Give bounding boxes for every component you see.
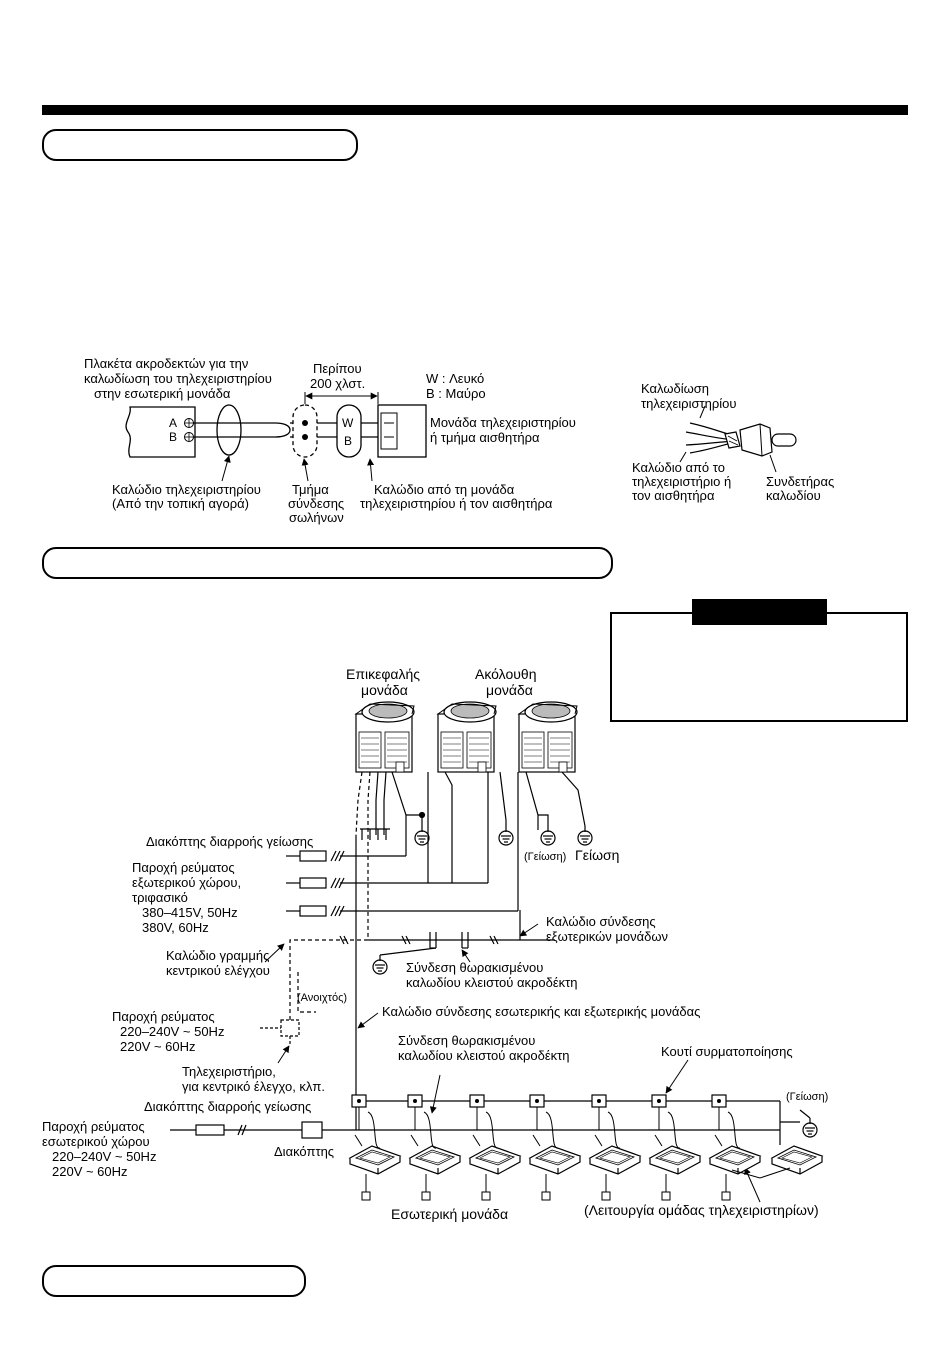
- indoor-power-label-3: 220–240V ~ 50Hz: [52, 1149, 156, 1164]
- terminal-board-label-1: Πλακέτα ακροδεκτών για την: [84, 356, 248, 371]
- pipe-connection-label-2: σύνδεσης: [288, 496, 344, 511]
- outdoor-power-label-3: τριφασικό: [132, 890, 188, 905]
- remote-cable-label-1: Καλώδιο τηλεχειριστηρίου: [112, 482, 261, 497]
- shield-label-1: Σύνδεση θωρακισμένου: [406, 960, 543, 975]
- connector-wiring-label-2: τηλεχειριστηρίου: [641, 396, 736, 411]
- follower-unit-label-2: μονάδα: [486, 682, 533, 698]
- section-header-1: [42, 129, 358, 161]
- connector-wiring-label-1: Καλωδίωση: [641, 381, 709, 396]
- remote-unit-label-1: Μονάδα τηλεχειριστηρίου: [430, 415, 576, 430]
- outdoor-power-label-1: Παροχή ρεύματος: [132, 860, 235, 875]
- wire-connector-label-2: καλωδίου: [766, 488, 821, 503]
- remote-power-label-1: Παροχή ρεύματος: [112, 1009, 215, 1024]
- terminal-board-label-2: καλωδίωση του τηλεχειριστηρίου: [84, 371, 272, 386]
- ground-label: Γείωση: [575, 847, 619, 863]
- ground-paren-label: (Γείωση): [524, 851, 566, 863]
- indoor-power-label-2: εσωτερικού χώρου: [42, 1134, 150, 1149]
- outdoor-units: [355, 701, 578, 773]
- indoor-elcb-label: Διακόπτης διαρροής γείωσης: [144, 1099, 311, 1114]
- system-labels: Επικεφαλής μονάδα Ακόλουθη μονάδα Διακόπ…: [42, 666, 828, 1222]
- switch-label: Διακόπτης: [274, 1144, 334, 1159]
- wiring-box-label: Κουτί συρματοποίησης: [661, 1044, 793, 1059]
- indoor-wiring: [170, 1100, 811, 1145]
- unit-cable-label-2: τηλεχειριστηρίου ή τον αισθητήρα: [360, 496, 553, 511]
- outdoor-power-label-4: 380–415V, 50Hz: [142, 905, 238, 920]
- connector-from-label-1: Καλώδιο από το: [632, 460, 725, 475]
- top-rule: [42, 105, 908, 115]
- shield-label-2: καλωδίου κλειστού ακροδέκτη: [406, 975, 578, 990]
- central-line-label-1: Καλώδιο γραμμής: [166, 948, 269, 963]
- outdoor-power-label-5: 380V, 60Hz: [142, 920, 209, 935]
- distance-label-1: Περίπου: [313, 361, 362, 376]
- header-unit-label-1: Επικεφαλής: [346, 666, 420, 682]
- remote-cable-label-2: (Από την τοπική αγορά): [112, 496, 249, 511]
- connector-from-label-3: τον αισθητήρα: [632, 488, 715, 503]
- system-arrows: [264, 923, 761, 1203]
- group-control-label: (Λειτουργία ομάδας τηλεχειριστηρίων): [584, 1202, 819, 1218]
- section-header-2: [42, 547, 613, 579]
- indoor-power-label-1: Παροχή ρεύματος: [42, 1119, 145, 1134]
- wire-connector-diagram: [679, 405, 797, 473]
- header-unit-label-2: μονάδα: [361, 682, 408, 698]
- outdoor-breakers: [286, 850, 345, 917]
- outdoor-link-label-1: Καλώδιο σύνδεσης: [546, 914, 656, 929]
- legend-black: B : Μαύρο: [426, 386, 486, 401]
- note-box-header: [692, 599, 827, 625]
- remote-wiring-diagram: [125, 392, 427, 482]
- connector-from-label-2: τηλεχειριστήριο ή: [632, 474, 731, 489]
- section-header-3: [42, 1265, 306, 1297]
- terminal-a-label: A: [169, 416, 177, 430]
- in-out-link-label: Καλώδιο σύνδεσης εσωτερικής και εξωτερικ…: [382, 1004, 700, 1019]
- terminal-board-label-3: στην εσωτερική μονάδα: [94, 386, 231, 401]
- remote-power-label-3: 220V ~ 60Hz: [120, 1039, 196, 1054]
- outdoor-power-label-2: εξωτερικού χώρου,: [132, 875, 241, 890]
- distance-label-2: 200 χλστ.: [310, 376, 365, 391]
- wire-connector-label-1: Συνδετήρας: [766, 474, 834, 489]
- unit-cable-label-1: Καλώδιο από τη μονάδα: [374, 482, 515, 497]
- central-remote-label-2: για κεντρικό έλεγχο, κλπ.: [182, 1079, 325, 1094]
- central-line-label-2: κεντρικού ελέγχου: [166, 963, 270, 978]
- remote-power-label-2: 220–240V ~ 50Hz: [120, 1024, 224, 1039]
- terminal-b-label: B: [169, 430, 177, 444]
- pipe-connection-label-3: σωλήνων: [289, 510, 344, 525]
- indoor-breakers: [195, 1121, 323, 1139]
- indoor-units: [349, 1094, 823, 1201]
- open-label: (Ανοιχτός): [297, 992, 347, 1004]
- connector-w-label: W: [342, 416, 354, 430]
- ground-right-label: (Γείωση): [786, 1091, 828, 1103]
- remote-unit-label-2: ή τμήμα αισθητήρα: [430, 430, 540, 445]
- connector-b-label: B: [344, 434, 352, 448]
- outdoor-elcb-label: Διακόπτης διαρροής γείωσης: [146, 834, 313, 849]
- legend-white: W : Λευκό: [426, 371, 484, 386]
- pipe-connection-label-1: Τμήμα: [292, 482, 329, 497]
- shield-label-4: καλωδίου κλειστού ακροδέκτη: [398, 1048, 570, 1063]
- outdoor-link-label-2: εξωτερικών μονάδων: [546, 929, 668, 944]
- indoor-power-label-4: 220V ~ 60Hz: [52, 1164, 128, 1179]
- remote-wiring-labels: Πλακέτα ακροδεκτών για την καλωδίωση του…: [84, 356, 576, 525]
- outdoor-wiring: [260, 771, 586, 1130]
- indoor-unit-label: Εσωτερική μονάδα: [391, 1206, 508, 1222]
- follower-unit-label-1: Ακόλουθη: [475, 666, 537, 682]
- central-remote-label-1: Τηλεχειριστήριο,: [182, 1064, 276, 1079]
- wire-connector-labels: Καλωδίωση τηλεχειριστηρίου Καλώδιο από τ…: [632, 381, 834, 503]
- shield-label-3: Σύνδεση θωρακισμένου: [398, 1033, 535, 1048]
